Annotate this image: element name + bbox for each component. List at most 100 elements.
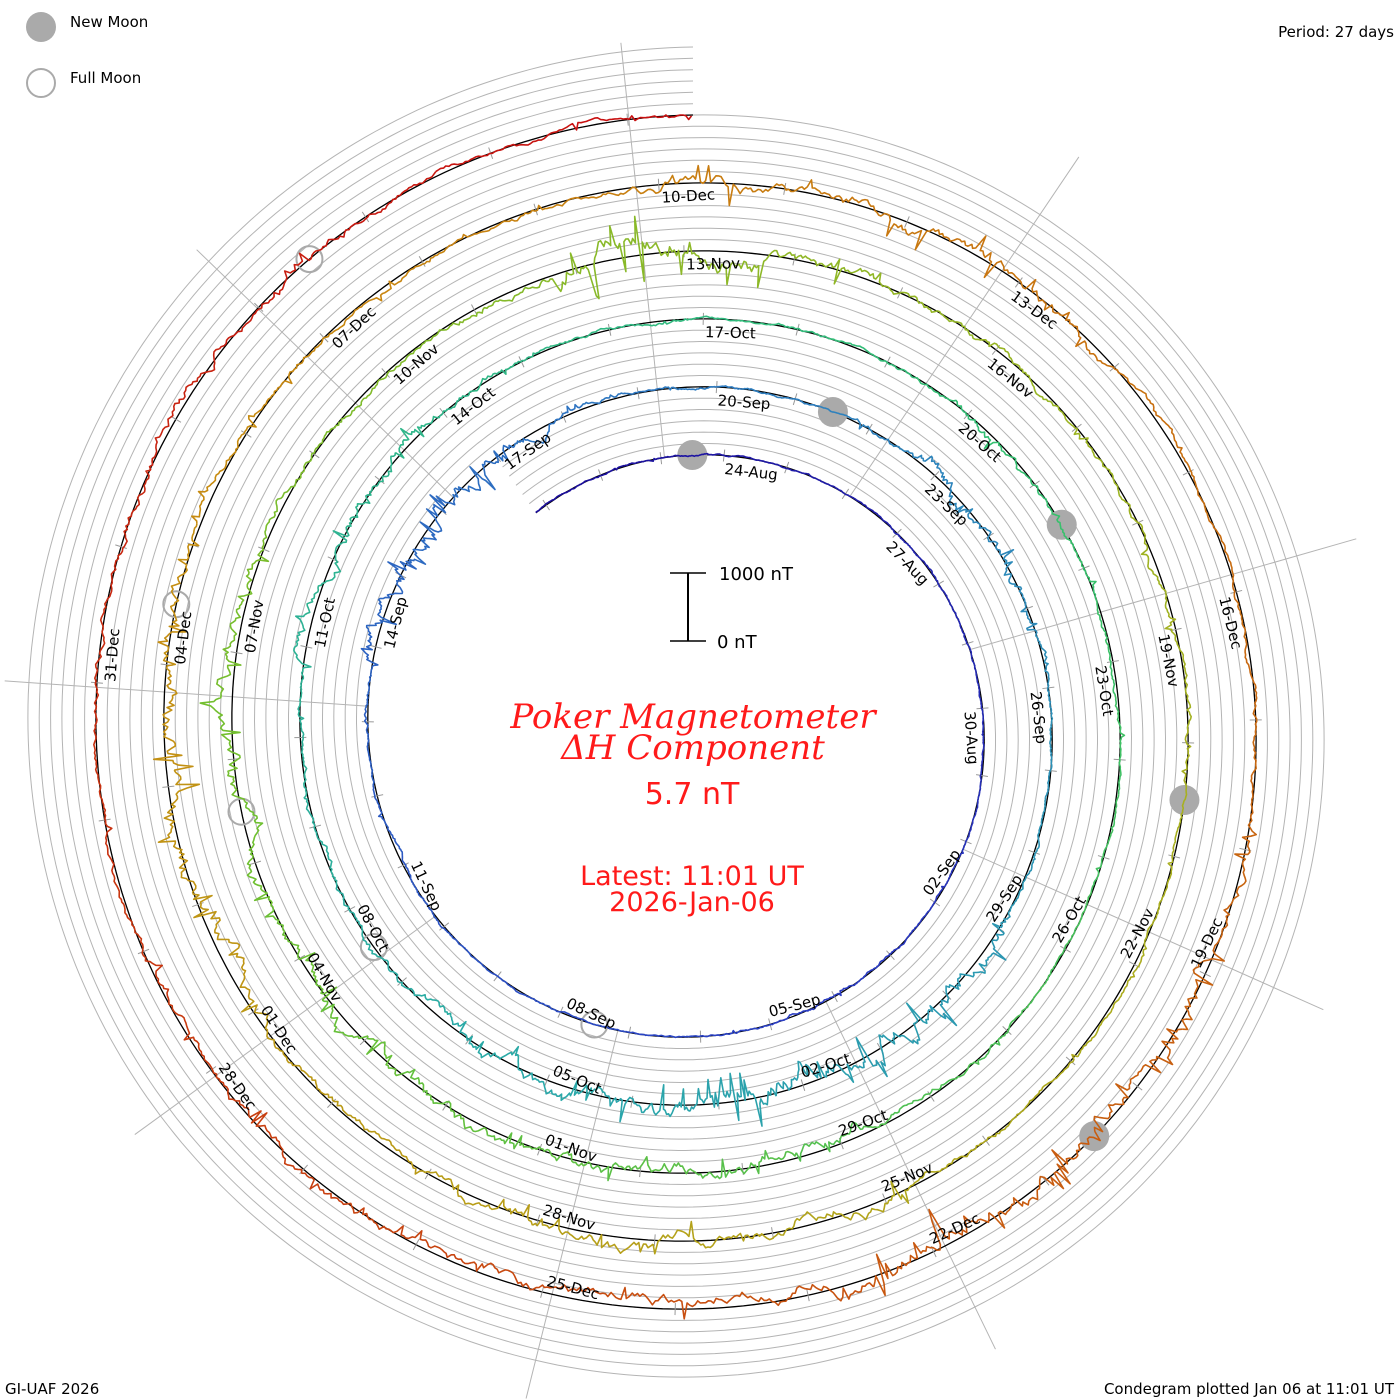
date-label: 26-Oct (1048, 893, 1089, 946)
trace-segment (1141, 843, 1176, 958)
day-tick (831, 991, 838, 1003)
date-label: 16-Dec (1215, 595, 1246, 651)
trace-segment (519, 1069, 605, 1102)
day-tick (657, 178, 660, 191)
trace-segment (915, 376, 990, 440)
trace-segment (304, 530, 350, 616)
trace-segment (1090, 794, 1120, 893)
day-tick (115, 544, 127, 549)
trace-segment (1181, 903, 1232, 1031)
trace-segment (933, 574, 966, 636)
date-label: 20-Sep (717, 391, 771, 413)
trace-segment (943, 235, 1054, 311)
trace-segment (345, 452, 397, 533)
day-tick (205, 1066, 217, 1074)
day-tick (90, 681, 103, 684)
trace-segment (734, 319, 829, 340)
trace-segment (303, 797, 338, 884)
day-tick (361, 211, 370, 223)
trace-segment (346, 1202, 472, 1265)
trace-segment (927, 956, 991, 1027)
day-tick (560, 411, 567, 423)
chart-title: Poker Magnetometer (509, 697, 877, 737)
trace-segment (297, 707, 308, 799)
day-tick (930, 471, 940, 481)
trace-segment (977, 982, 1047, 1061)
trace-segment (889, 524, 935, 576)
full-moon-marker (295, 245, 324, 274)
trace-segment (692, 164, 823, 207)
trace-segment (581, 387, 661, 406)
day-tick (137, 948, 150, 955)
day-tick (904, 216, 910, 228)
trace-segment (640, 315, 735, 327)
trace-segment (168, 1001, 250, 1112)
trace-segment (113, 875, 170, 1002)
day-tick (1029, 480, 1040, 489)
day-tick (607, 323, 612, 336)
trace-segment (988, 1130, 1101, 1229)
current-value: 5.7 nT (645, 777, 740, 812)
trace-segment (1052, 307, 1149, 400)
day-tick (1071, 423, 1082, 432)
day-tick (1168, 854, 1181, 859)
day-tick (248, 1008, 259, 1016)
trace-segment (652, 1220, 775, 1255)
trace-segment (245, 485, 295, 586)
day-tick (230, 651, 243, 655)
trace-segment (399, 1068, 489, 1136)
trace-segment (693, 1149, 798, 1180)
day-tick (886, 950, 895, 961)
trace-segment (1003, 558, 1038, 635)
day-tick (537, 1143, 543, 1156)
trace-segment (588, 459, 649, 481)
day-tick (544, 1074, 550, 1086)
trace-segment (535, 479, 589, 514)
trace-segment (625, 1030, 699, 1039)
trace-segment (1173, 727, 1192, 845)
new-moon-marker (1046, 509, 1077, 540)
trace-segment (360, 629, 379, 710)
trace-segment (191, 411, 258, 524)
trace-segment (437, 920, 493, 974)
scale-bottom-label: 0 nT (717, 632, 758, 653)
new-moon-marker (1079, 1121, 1110, 1152)
trace-segment (293, 399, 364, 487)
day-tick (254, 302, 264, 312)
day-tick (1014, 277, 1023, 288)
trace-segment (795, 1114, 893, 1162)
day-tick (540, 1286, 545, 1298)
trace-segment (974, 338, 1063, 413)
day-tick (162, 785, 175, 788)
trace-segment (446, 279, 547, 331)
trace-segment (773, 463, 836, 489)
trace-segment (491, 972, 557, 1011)
trace-segment (589, 1156, 695, 1182)
day-tick (963, 409, 973, 420)
trace-segment (890, 443, 953, 498)
trace-segment (935, 836, 969, 900)
trace-segment (449, 1015, 521, 1071)
trace-segment (888, 1136, 991, 1204)
date-label: 28-Nov (541, 1201, 598, 1234)
trace-segment (93, 600, 108, 740)
legend-full-moon-label: Full Moon (70, 69, 142, 87)
trace-segment (967, 769, 983, 838)
trace-segment (855, 1002, 929, 1078)
trace-segment (820, 405, 892, 445)
trace-segment (603, 1084, 691, 1123)
trace-segment (335, 882, 384, 960)
day-tick (1106, 660, 1119, 664)
trace-segment (401, 855, 439, 922)
date-label: 29-Sep (982, 871, 1026, 925)
trace-segment (1206, 515, 1247, 642)
date-label: 10-Dec (661, 185, 716, 206)
date-label: 19-Dec (1187, 915, 1226, 971)
trace-series (93, 114, 1258, 1320)
day-tick (1097, 855, 1110, 860)
legend-new-moon-label: New Moon (70, 13, 149, 31)
trace-segment (241, 999, 329, 1096)
day-tick (1199, 970, 1211, 978)
trace-segment (710, 453, 775, 465)
